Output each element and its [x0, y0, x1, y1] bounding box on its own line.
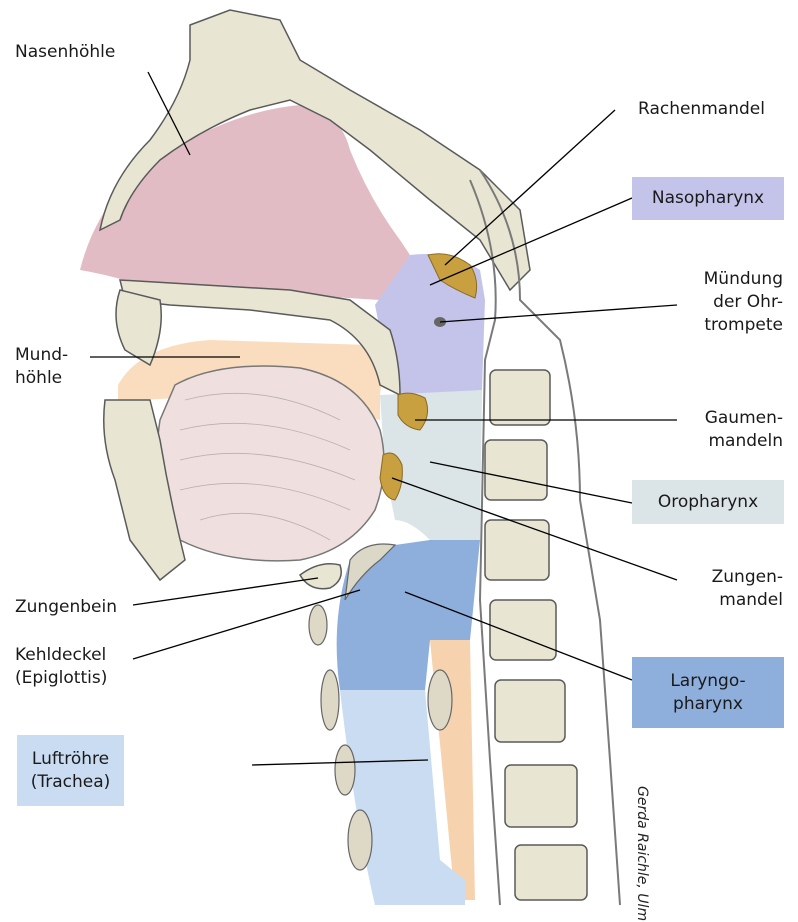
tongue	[158, 366, 385, 561]
label-laryngopharynx: Laryngo- pharynx	[632, 657, 784, 728]
label-kehldeckel: Kehldeckel (Epiglottis)	[15, 644, 107, 690]
vertebrae	[485, 370, 587, 900]
label-zungenbein: Zungenbein	[15, 596, 117, 619]
hyoid-bone	[300, 564, 341, 589]
leader-zungenbein	[133, 578, 318, 605]
label-gaumenmandeln: Gaumen- mandeln	[640, 407, 783, 453]
label-nasenhoehle: Nasenhöhle	[15, 41, 115, 64]
label-oropharynx: Oropharynx	[632, 480, 784, 524]
zungenmandel-tissue	[380, 453, 402, 500]
label-zungenmandel: Zungen- mandel	[640, 566, 783, 612]
label-mundhoehle: Mund- höhle	[15, 344, 68, 390]
label-muendung: Mündung der Ohr- trompete	[640, 268, 783, 337]
label-luftroehre: Luftröhre (Trachea)	[17, 735, 124, 806]
artist-credit: Gerda Raichle, Ulm	[634, 786, 650, 921]
label-nasopharynx: Nasopharynx	[632, 177, 784, 220]
upper-jaw	[116, 290, 161, 365]
label-rachenmandel: Rachenmandel	[638, 98, 765, 121]
